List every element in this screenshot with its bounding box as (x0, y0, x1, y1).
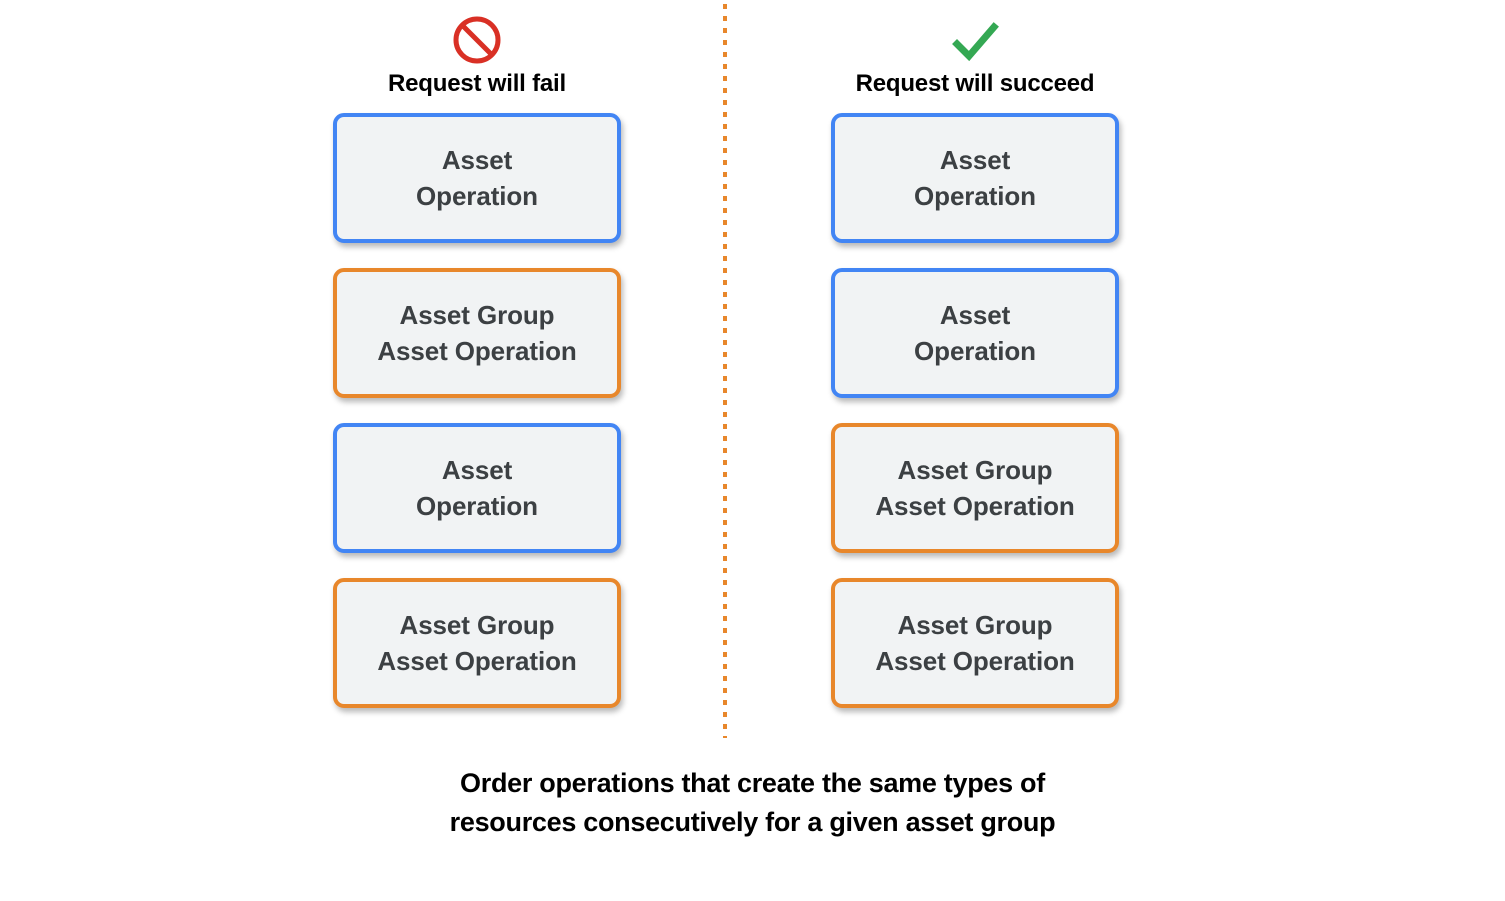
operation-box[interactable]: Asset Operation (333, 113, 621, 243)
operation-box[interactable]: Asset Operation (333, 423, 621, 553)
operation-box[interactable]: Asset Group Asset Operation (831, 423, 1119, 553)
column-fail-label: Request will fail (388, 70, 566, 97)
column-divider (723, 4, 727, 738)
column-succeed-box-list: Asset Operation Asset Operation Asset Gr… (831, 113, 1119, 708)
prohibited-icon (453, 16, 501, 64)
operation-box-label: Asset Operation (914, 145, 1036, 211)
operation-box-label: Asset Operation (914, 300, 1036, 366)
operation-box-label: Asset Operation (416, 455, 538, 521)
column-succeed-label: Request will succeed (855, 70, 1095, 97)
operation-box-label: Asset Group Asset Operation (875, 610, 1075, 676)
operation-box-label: Asset Group Asset Operation (377, 610, 577, 676)
column-fail-box-list: Asset Operation Asset Group Asset Operat… (333, 113, 621, 708)
operation-box-label: Asset Operation (416, 145, 538, 211)
operation-box[interactable]: Asset Group Asset Operation (831, 578, 1119, 708)
operation-box-label: Asset Group Asset Operation (875, 455, 1075, 521)
checkmark-icon (952, 22, 999, 62)
operation-box-label: Asset Group Asset Operation (377, 300, 577, 366)
operation-box[interactable]: Asset Operation (831, 268, 1119, 398)
column-succeed-header: Request will succeed (815, 14, 1135, 98)
column-fail-header: Request will fail (317, 14, 637, 98)
operation-box[interactable]: Asset Operation (831, 113, 1119, 243)
operation-box[interactable]: Asset Group Asset Operation (333, 578, 621, 708)
operation-box[interactable]: Asset Group Asset Operation (333, 268, 621, 398)
diagram-caption: Order operations that create the same ty… (449, 768, 1056, 837)
